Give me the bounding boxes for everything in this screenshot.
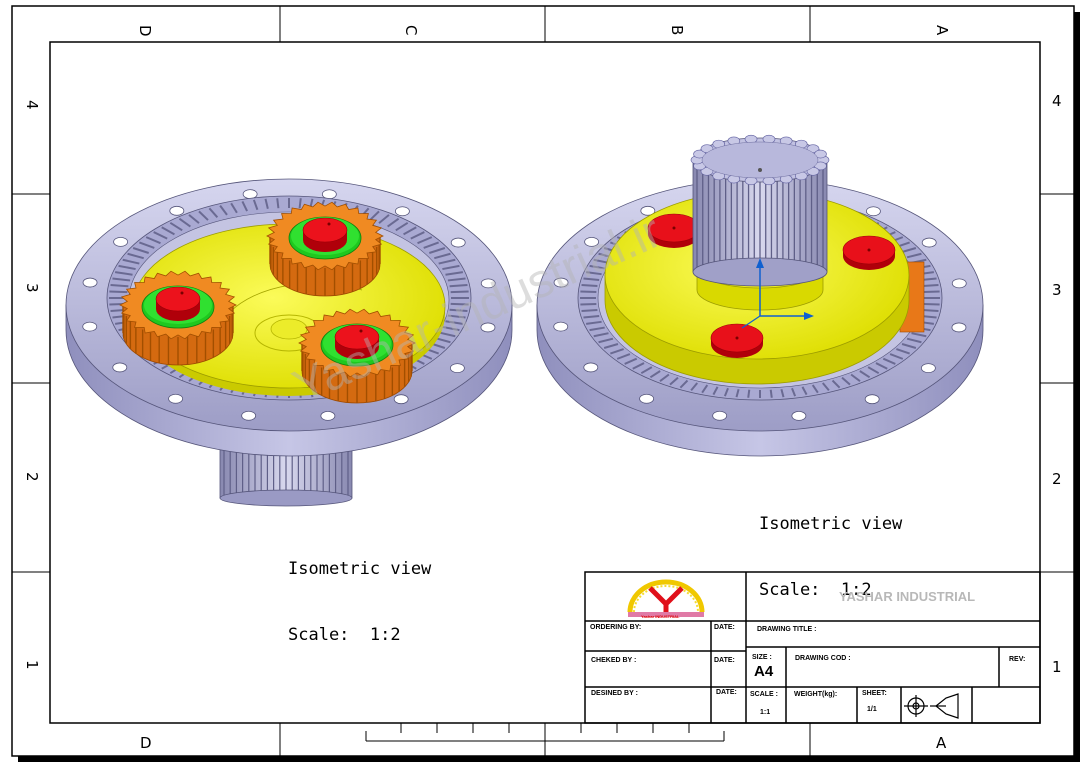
zone-row-4-left: 4: [23, 100, 41, 110]
isometric-view-left: [65, 178, 513, 507]
ordering-by-label: ORDERING BY:: [590, 624, 642, 631]
view-title-left: Isometric view: [288, 559, 432, 579]
desined-by-label: DESINED BY :: [591, 690, 638, 697]
logo-text: Yashar INDUSTRIAL: [641, 614, 680, 619]
drawing-title-label: DRAWING TITLE :: [757, 626, 817, 633]
zone-row-1-left: 1: [23, 660, 41, 670]
drawing-cod-label: DRAWING COD :: [795, 655, 851, 662]
sheet-value: 1/1: [867, 706, 877, 713]
planet-gear-left: [266, 201, 384, 297]
zone-row-4-right: 4: [1052, 92, 1062, 110]
carrier-pins-right: [647, 213, 896, 358]
zone-row-1-right: 1: [1052, 658, 1062, 676]
zone-row-2-left: 2: [23, 472, 41, 482]
sheet-label: SHEET:: [862, 690, 887, 697]
view-scale-right: Scale: 1:2: [759, 580, 872, 600]
scale-label: SCALE :: [750, 691, 778, 698]
coordinate-axis-icon: [741, 258, 814, 329]
title-block: [584, 571, 1041, 724]
zone-col-d-bottom: D: [140, 734, 152, 752]
first-angle-projection-icon: [904, 693, 959, 719]
zone-col-a-bottom: A: [936, 734, 947, 752]
zone-row-3-left: 3: [23, 283, 41, 293]
zone-row-3-right: 3: [1052, 281, 1062, 299]
date-label-1: DATE:: [714, 624, 735, 631]
zone-col-c-top: C: [402, 25, 420, 35]
company-name: YASHAR INDUSTRIAL: [839, 589, 976, 604]
planet-gear-left: [298, 308, 416, 404]
zone-col-d-top: D: [136, 25, 154, 37]
zone-col-a-top: A: [933, 25, 951, 36]
weight-label: WEIGHT(kg):: [794, 691, 838, 698]
view-caption-left: Isometric view Scale: 1:2: [288, 514, 431, 668]
view-scale-left: Scale: 1:2: [288, 625, 401, 645]
date-label-3: DATE:: [716, 689, 737, 696]
rev-label: REV:: [1009, 656, 1026, 663]
view-title-right: Isometric view: [759, 514, 903, 534]
date-label-2: DATE:: [714, 657, 735, 664]
sun-gear-shaft-right: [690, 134, 830, 287]
isometric-view-right: [536, 134, 984, 457]
cheked-by-label: CHEKED BY :: [591, 657, 637, 664]
zone-labels-top: D C B A: [136, 25, 951, 37]
size-value: A4: [754, 663, 774, 680]
zone-row-2-right: 2: [1052, 470, 1062, 488]
view-caption-right: Isometric view Scale: 1:2: [759, 469, 902, 623]
zone-col-b-top: B: [668, 25, 686, 35]
bottom-ruler: [365, 723, 725, 742]
size-label: SIZE :: [752, 654, 772, 661]
scale-value: 1:1: [760, 709, 771, 716]
planet-gear-left: [119, 270, 237, 366]
company-logo: [627, 579, 705, 617]
